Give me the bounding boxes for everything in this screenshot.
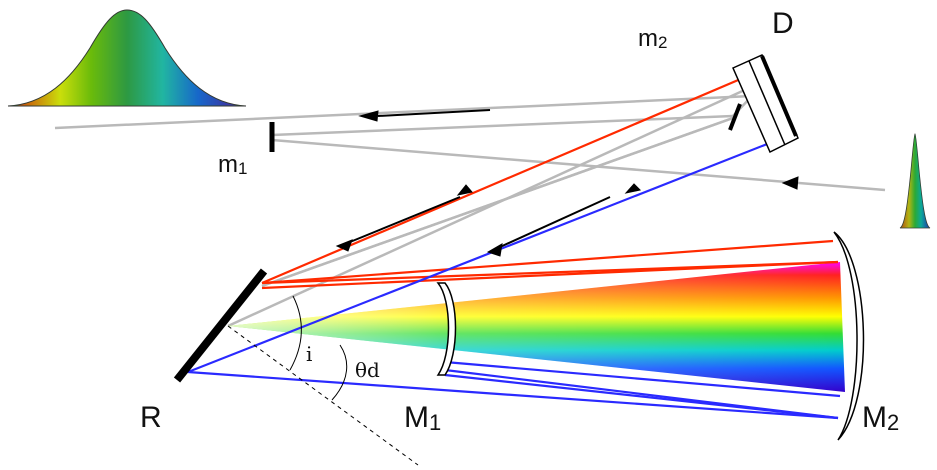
label-M1: M1 — [404, 401, 441, 435]
label-m1-main: m — [218, 151, 238, 178]
label-angle-theta-d: θd — [355, 358, 380, 382]
mirror-m2 — [728, 103, 742, 131]
label-m2: m2 — [638, 25, 667, 52]
direction-arrows — [335, 109, 799, 257]
label-angle-i: i — [306, 342, 312, 366]
angle-arcs — [289, 295, 348, 401]
label-m1: m1 — [218, 151, 247, 178]
blue-rays — [187, 133, 841, 420]
grating-R — [173, 268, 268, 383]
detector-D — [732, 54, 799, 154]
label-m1-sub: 1 — [238, 159, 247, 178]
label-m2-sub: 2 — [658, 33, 667, 52]
output-spectrum-curve — [7, 9, 247, 107]
mirror-M2 — [833, 231, 865, 441]
label-m2-main: m — [638, 25, 658, 52]
label-M2: M2 — [862, 401, 899, 435]
input-spectrum-curve — [899, 133, 931, 229]
grating-normal-dashed — [227, 325, 419, 466]
label-M2-sub: 2 — [887, 410, 899, 435]
label-M1-main: M — [404, 401, 429, 434]
label-D: D — [772, 7, 794, 40]
dispersed-spectrum-fan — [228, 262, 845, 392]
label-M1-sub: 1 — [429, 410, 441, 435]
mirror-M1 — [436, 282, 457, 376]
label-R: R — [140, 401, 162, 434]
label-M2-main: M — [862, 401, 887, 434]
